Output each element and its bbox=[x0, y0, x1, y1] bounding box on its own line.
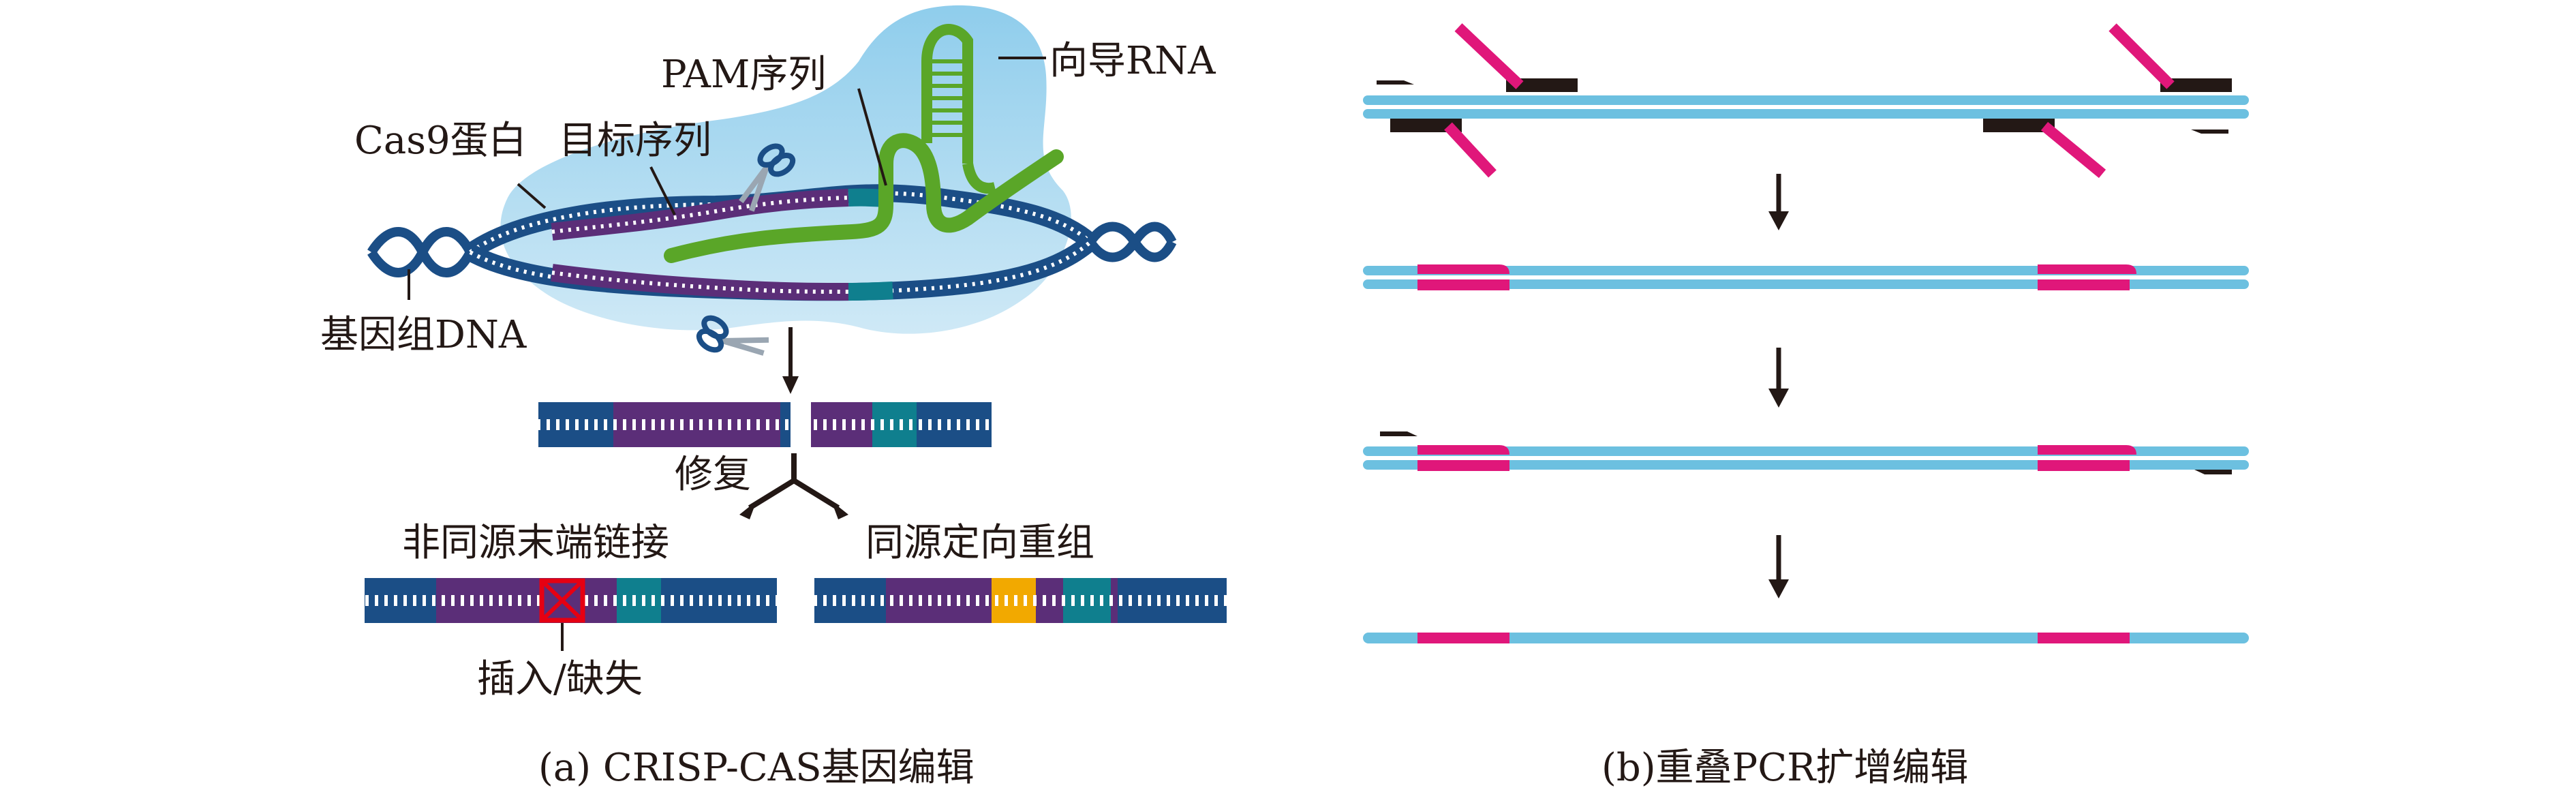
pcr-step-3 bbox=[1363, 431, 2249, 474]
pcr-step-4 bbox=[1363, 633, 2249, 643]
panel-b-caption: (b)重叠PCR扩增编辑 bbox=[1601, 746, 1968, 790]
panel-a-caption: (a) CRISP-CAS基因编辑 bbox=[538, 746, 975, 790]
repair-label: 修复 bbox=[675, 453, 751, 497]
arrow-down-icon bbox=[1768, 348, 1789, 408]
hdr-dna bbox=[814, 578, 1227, 623]
cut-dna bbox=[538, 402, 992, 447]
panel-a: PAM序列 向导RNA Cas9蛋白 目标序列 基因组DNA 修复 非同源末端链… bbox=[320, 5, 1227, 790]
arrow-down-icon bbox=[1768, 174, 1789, 230]
nhej-label: 非同源末端链接 bbox=[402, 521, 669, 565]
pcr-step-1 bbox=[1363, 23, 2249, 179]
hdr-label: 同源定向重组 bbox=[865, 521, 1094, 565]
scissors-icon bbox=[739, 143, 796, 212]
genomic-dna-label: 基因组DNA bbox=[320, 313, 527, 357]
guide-rna-label: 向导RNA bbox=[1049, 39, 1216, 83]
cas9-label: Cas9蛋白 bbox=[354, 119, 527, 163]
pcr-step-2 bbox=[1363, 264, 2249, 290]
arrow-down-icon bbox=[782, 327, 799, 394]
panel-b: (b)重叠PCR扩增编辑 bbox=[1363, 23, 2249, 790]
scissors-icon bbox=[696, 315, 769, 356]
nhej-dna bbox=[365, 578, 777, 623]
target-seq-label: 目标序列 bbox=[559, 119, 711, 163]
fork-arrows bbox=[748, 453, 840, 511]
arrow-down-icon bbox=[1768, 535, 1789, 598]
indel-label: 插入/缺失 bbox=[477, 657, 643, 701]
pam-label: PAM序列 bbox=[661, 52, 826, 97]
guide-rna bbox=[664, 24, 1064, 263]
